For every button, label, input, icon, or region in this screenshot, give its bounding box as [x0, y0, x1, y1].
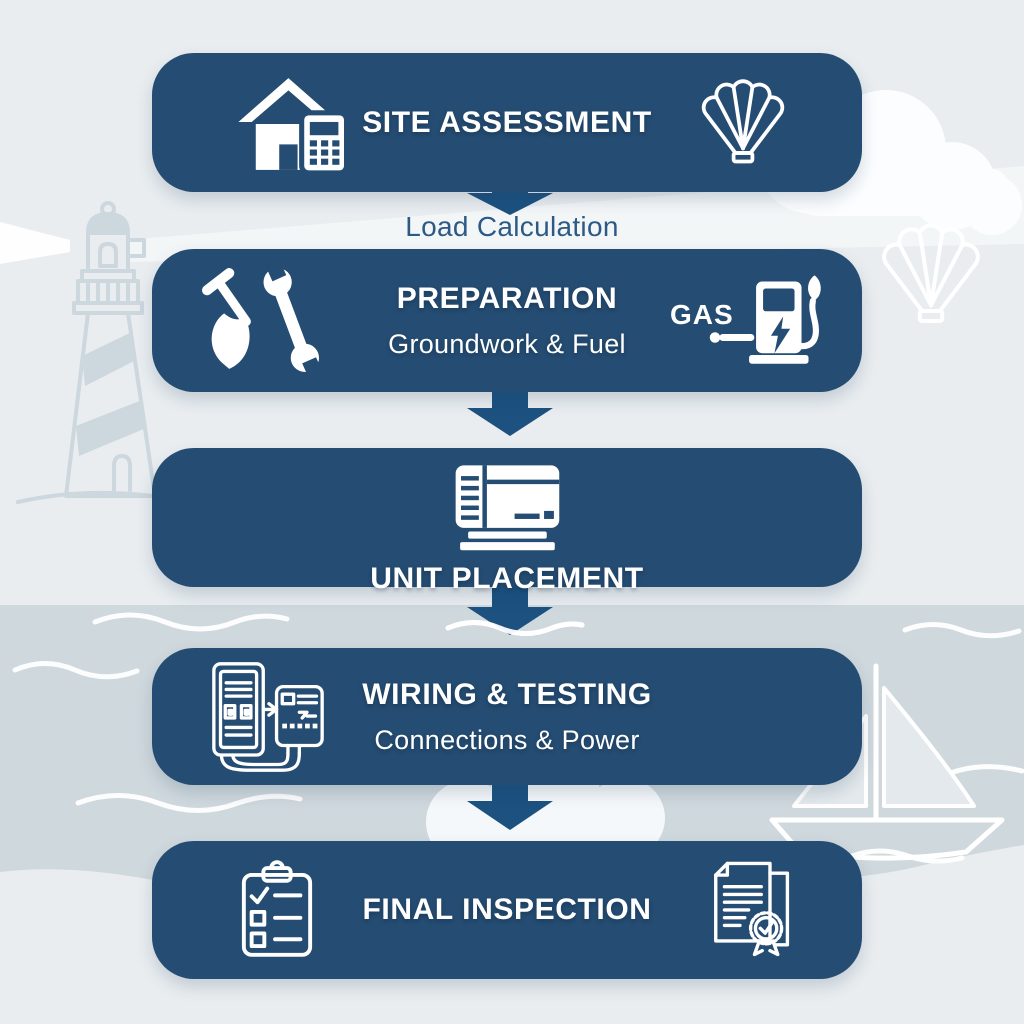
step-title: PREPARATION: [396, 281, 618, 315]
connector-label-load-calculation: Load Calculation: [405, 211, 619, 242]
step-box-final-inspection: FINAL INSPECTION: [152, 841, 862, 979]
certificate-seal-icon: [708, 857, 800, 959]
step-subtitle: Connections & Power: [374, 724, 640, 755]
house-calculator-icon: [232, 73, 354, 175]
seashell-icon: [696, 75, 790, 169]
electrical-panels-icon: [202, 660, 334, 774]
shovel-wrench-icon: [192, 263, 332, 379]
step-box-wiring-testing: WIRING & TESTING Connections & Power: [152, 648, 862, 785]
step-title: SITE ASSESSMENT: [362, 105, 652, 139]
step-title: FINAL INSPECTION: [362, 893, 652, 926]
step-box-unit-placement: UNIT PLACEMENT: [152, 448, 862, 595]
step-box-site-assessment: SITE ASSESSMENT: [152, 53, 862, 192]
step-title: UNIT PLACEMENT: [370, 562, 644, 595]
step-subtitle: Groundwork & Fuel: [388, 328, 626, 359]
generator-icon: [444, 460, 570, 552]
step-title: WIRING & TESTING: [362, 677, 652, 711]
gas-label: GAS: [670, 299, 734, 330]
step-box-preparation: PREPARATION Groundwork & Fuel GAS: [152, 249, 862, 392]
gas-pump-icon: GAS: [670, 265, 826, 375]
checklist-clipboard-icon: [238, 860, 316, 960]
